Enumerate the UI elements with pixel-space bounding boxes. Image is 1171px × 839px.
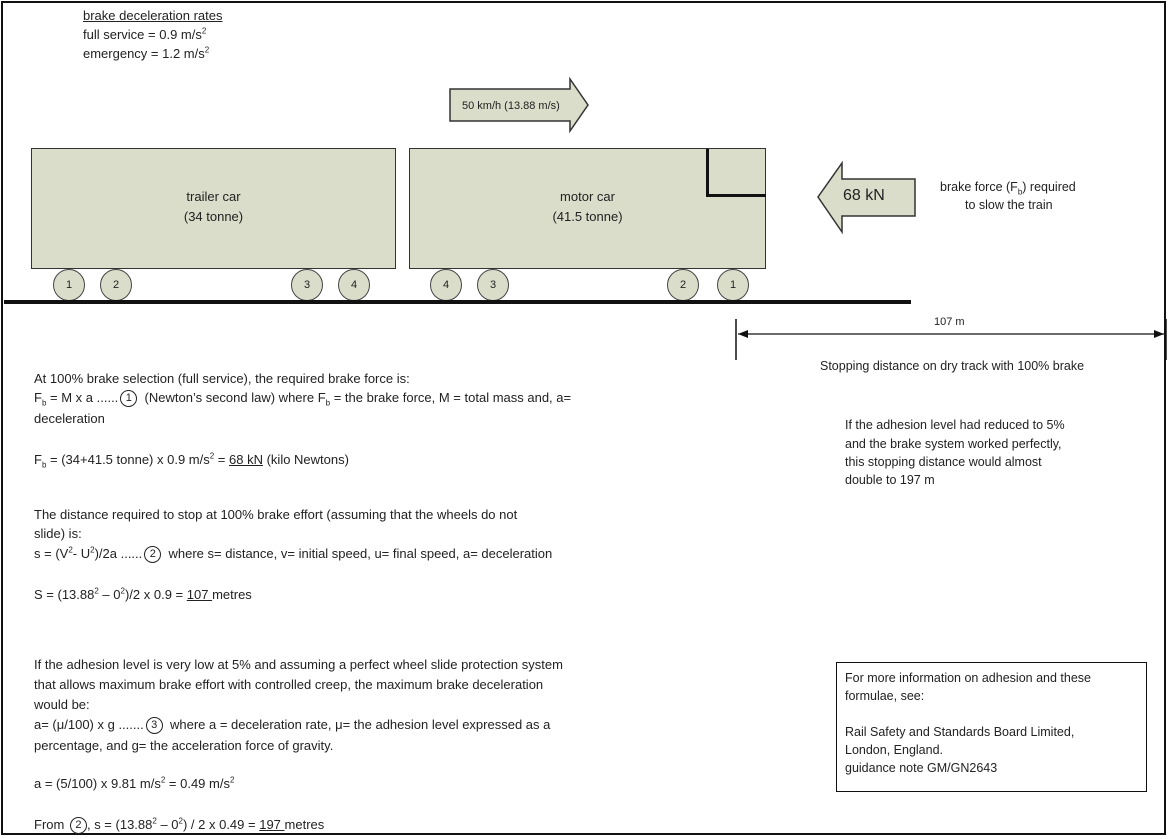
side-note-line: this stopping distance would almost [845, 455, 1042, 469]
rates-heading: brake deceleration rates [83, 8, 223, 23]
speed-arrow-shape [449, 76, 589, 134]
reference-line: For more information on adhesion and the… [845, 671, 1091, 685]
calc1-formula: Fb = M x a ......1 (Newton’s second law)… [34, 390, 572, 408]
calc3-text: would be: [34, 697, 90, 712]
calc1-deceleration: deceleration [34, 411, 105, 426]
formula-marker: 2 [144, 546, 162, 563]
calc3-formula: a= (μ/100) x g .......3 where a = decele… [34, 717, 551, 734]
reference-line [845, 705, 1138, 723]
calc3-text: If the adhesion level is very low at 5% … [34, 657, 563, 672]
reference-line: Rail Safety and Standards Board Limited, [845, 725, 1075, 739]
trailer-car-name: trailer car [186, 189, 241, 204]
motor-car-mass: (41.5 tonne) [552, 209, 623, 224]
motor-wheel: 1 [717, 269, 749, 301]
reference-line: guidance note GM/GN2643 [845, 761, 998, 775]
side-note-line: double to 197 m [845, 473, 935, 487]
motor-wheel: 2 [667, 269, 699, 301]
speed-label: 50 km/h (13.88 m/s) [462, 100, 560, 112]
motor-car-name: motor car [560, 189, 615, 204]
force-caption-line2: to slow the train [965, 198, 1053, 212]
side-note-line: and the brake system worked perfectly, [845, 437, 1062, 451]
rate-full-service: full service = 0.9 m/s2 [83, 26, 207, 42]
trailer-wheel: 2 [100, 269, 132, 301]
formula-marker: 2 [69, 817, 87, 834]
trailer-wheel: 3 [291, 269, 323, 301]
calc2-formula: s = (V2- U2)/2a ......2 where s= distanc… [34, 545, 553, 563]
driver-cab [706, 149, 766, 197]
force-caption-line1: brake force (Fb) required [940, 180, 1076, 197]
motor-wheel: 3 [477, 269, 509, 301]
rail-track [4, 300, 911, 304]
calc2-calculation: S = (13.882 – 02)/2 x 0.9 = 107 metres [34, 586, 252, 602]
motor-wheel: 4 [430, 269, 462, 301]
trailer-car: trailer car (34 tonne) [31, 148, 396, 269]
force-label: 68 kN [843, 187, 885, 204]
reference-line: London, England. [845, 743, 944, 757]
calc2-intro: The distance required to stop at 100% br… [34, 507, 518, 522]
calc3-text: percentage, and g= the acceleration forc… [34, 738, 334, 753]
calc1-calculation: Fb = (34+41.5 tonne) x 0.9 m/s2 = 68 kN … [34, 451, 349, 470]
trailer-wheel: 1 [53, 269, 85, 301]
reference-box: For more information on adhesion and the… [836, 662, 1147, 792]
calc2-intro: slide) is: [34, 526, 82, 541]
calc3-result: From 2, s = (13.882 – 02) / 2 x 0.49 = 1… [34, 816, 325, 834]
force-arrow-shape [817, 160, 916, 235]
distance-arrowhead-left [738, 330, 748, 338]
reference-line: formulae, see: [845, 689, 925, 703]
distance-label: 107 m [934, 316, 965, 328]
distance-caption: Stopping distance on dry track with 100%… [820, 359, 1085, 373]
calc1-intro: At 100% brake selection (full service), … [34, 371, 410, 386]
rate-emergency: emergency = 1.2 m/s2 [83, 45, 210, 61]
side-note-line: If the adhesion level had reduced to 5% [845, 418, 1065, 432]
trailer-wheel: 4 [338, 269, 370, 301]
formula-marker: 3 [145, 717, 163, 734]
trailer-car-mass: (34 tonne) [183, 209, 244, 224]
formula-marker: 1 [120, 390, 138, 407]
distance-arrowhead-right [1154, 330, 1164, 338]
calc3-calculation: a = (5/100) x 9.81 m/s2 = 0.49 m/s2 [34, 775, 235, 791]
motor-car: motor car (41.5 tonne) [409, 148, 766, 269]
calc3-text: that allows maximum brake effort with co… [34, 677, 544, 692]
